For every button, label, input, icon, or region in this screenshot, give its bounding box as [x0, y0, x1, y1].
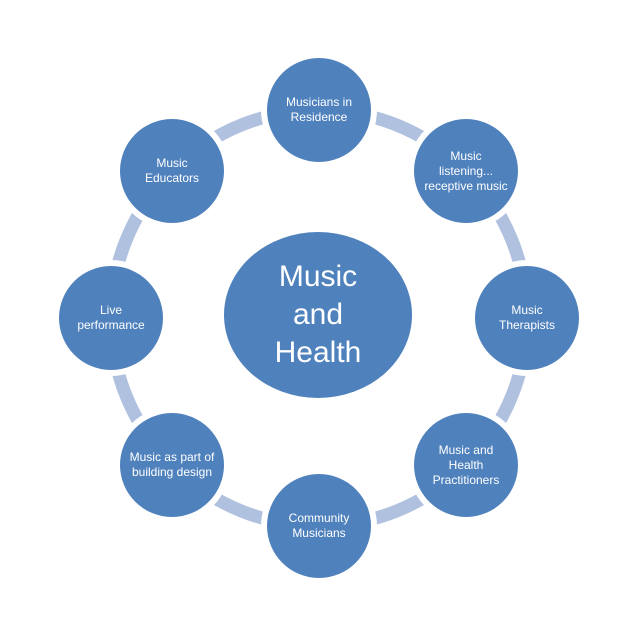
node-label: Music listening... receptive music	[424, 148, 508, 193]
center-topic-line-1: Music	[278, 260, 358, 293]
node-label: Community Musicians	[288, 511, 350, 540]
node-label: Musicians in Residence	[285, 95, 353, 124]
node-label: Live performance	[77, 303, 145, 332]
node-music-educators: Music Educators	[120, 119, 224, 223]
node-live-performance: Live performance	[59, 266, 163, 370]
node-music-therapists: Music Therapists	[475, 266, 579, 370]
node-community-musicians: Community Musicians	[267, 474, 371, 578]
node-music-listening-receptive-music: Music listening... receptive music	[414, 119, 518, 223]
center-topic: Music and Health	[224, 232, 412, 398]
center-topic-line-2: and	[292, 298, 344, 331]
node-musicians-in-residence: Musicians in Residence	[267, 58, 371, 162]
node-label: Music Educators	[144, 156, 200, 185]
node-label: Music as part of building design	[129, 450, 215, 479]
center-topic-line-3: Health	[274, 336, 362, 369]
node-label: Music and Health Practitioners	[432, 442, 500, 487]
node-label: Music Therapists	[498, 303, 556, 332]
node-music-and-health-practitioners: Music and Health Practitioners	[414, 413, 518, 517]
node-music-as-part-of-building-design: Music as part of building design	[120, 413, 224, 517]
